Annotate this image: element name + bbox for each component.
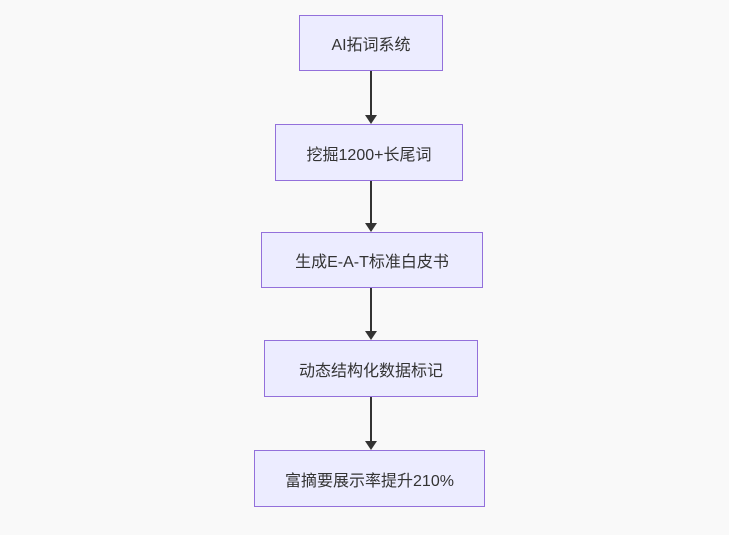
flow-node-eat-whitepaper: 生成E-A-T标准白皮书 bbox=[261, 232, 483, 288]
flow-edge-3 bbox=[364, 288, 378, 340]
flow-node-rich-snippet-result: 富摘要展示率提升210% bbox=[254, 450, 485, 507]
arrow-line bbox=[370, 181, 372, 223]
node-label: 生成E-A-T标准白皮书 bbox=[295, 254, 449, 271]
arrow-line bbox=[370, 71, 372, 115]
node-label: 挖掘1200+长尾词 bbox=[306, 146, 432, 164]
flow-edge-1 bbox=[364, 71, 378, 124]
arrow-down-icon bbox=[365, 331, 377, 340]
flow-node-structured-data-markup: 动态结构化数据标记 bbox=[264, 340, 478, 397]
node-label: 动态结构化数据标记 bbox=[298, 362, 443, 380]
arrow-line bbox=[370, 288, 372, 331]
arrow-down-icon bbox=[365, 441, 377, 450]
arrow-down-icon bbox=[365, 223, 377, 232]
node-label: AI拓词系统 bbox=[331, 37, 411, 54]
flow-node-ai-keyword-system: AI拓词系统 bbox=[299, 15, 443, 71]
flow-edge-2 bbox=[364, 181, 378, 232]
node-label: 富摘要展示率提升210% bbox=[285, 472, 454, 490]
arrow-line bbox=[370, 397, 372, 441]
flow-edge-4 bbox=[364, 397, 378, 450]
arrow-down-icon bbox=[365, 115, 377, 124]
flow-node-longtail-mining: 挖掘1200+长尾词 bbox=[275, 124, 463, 181]
